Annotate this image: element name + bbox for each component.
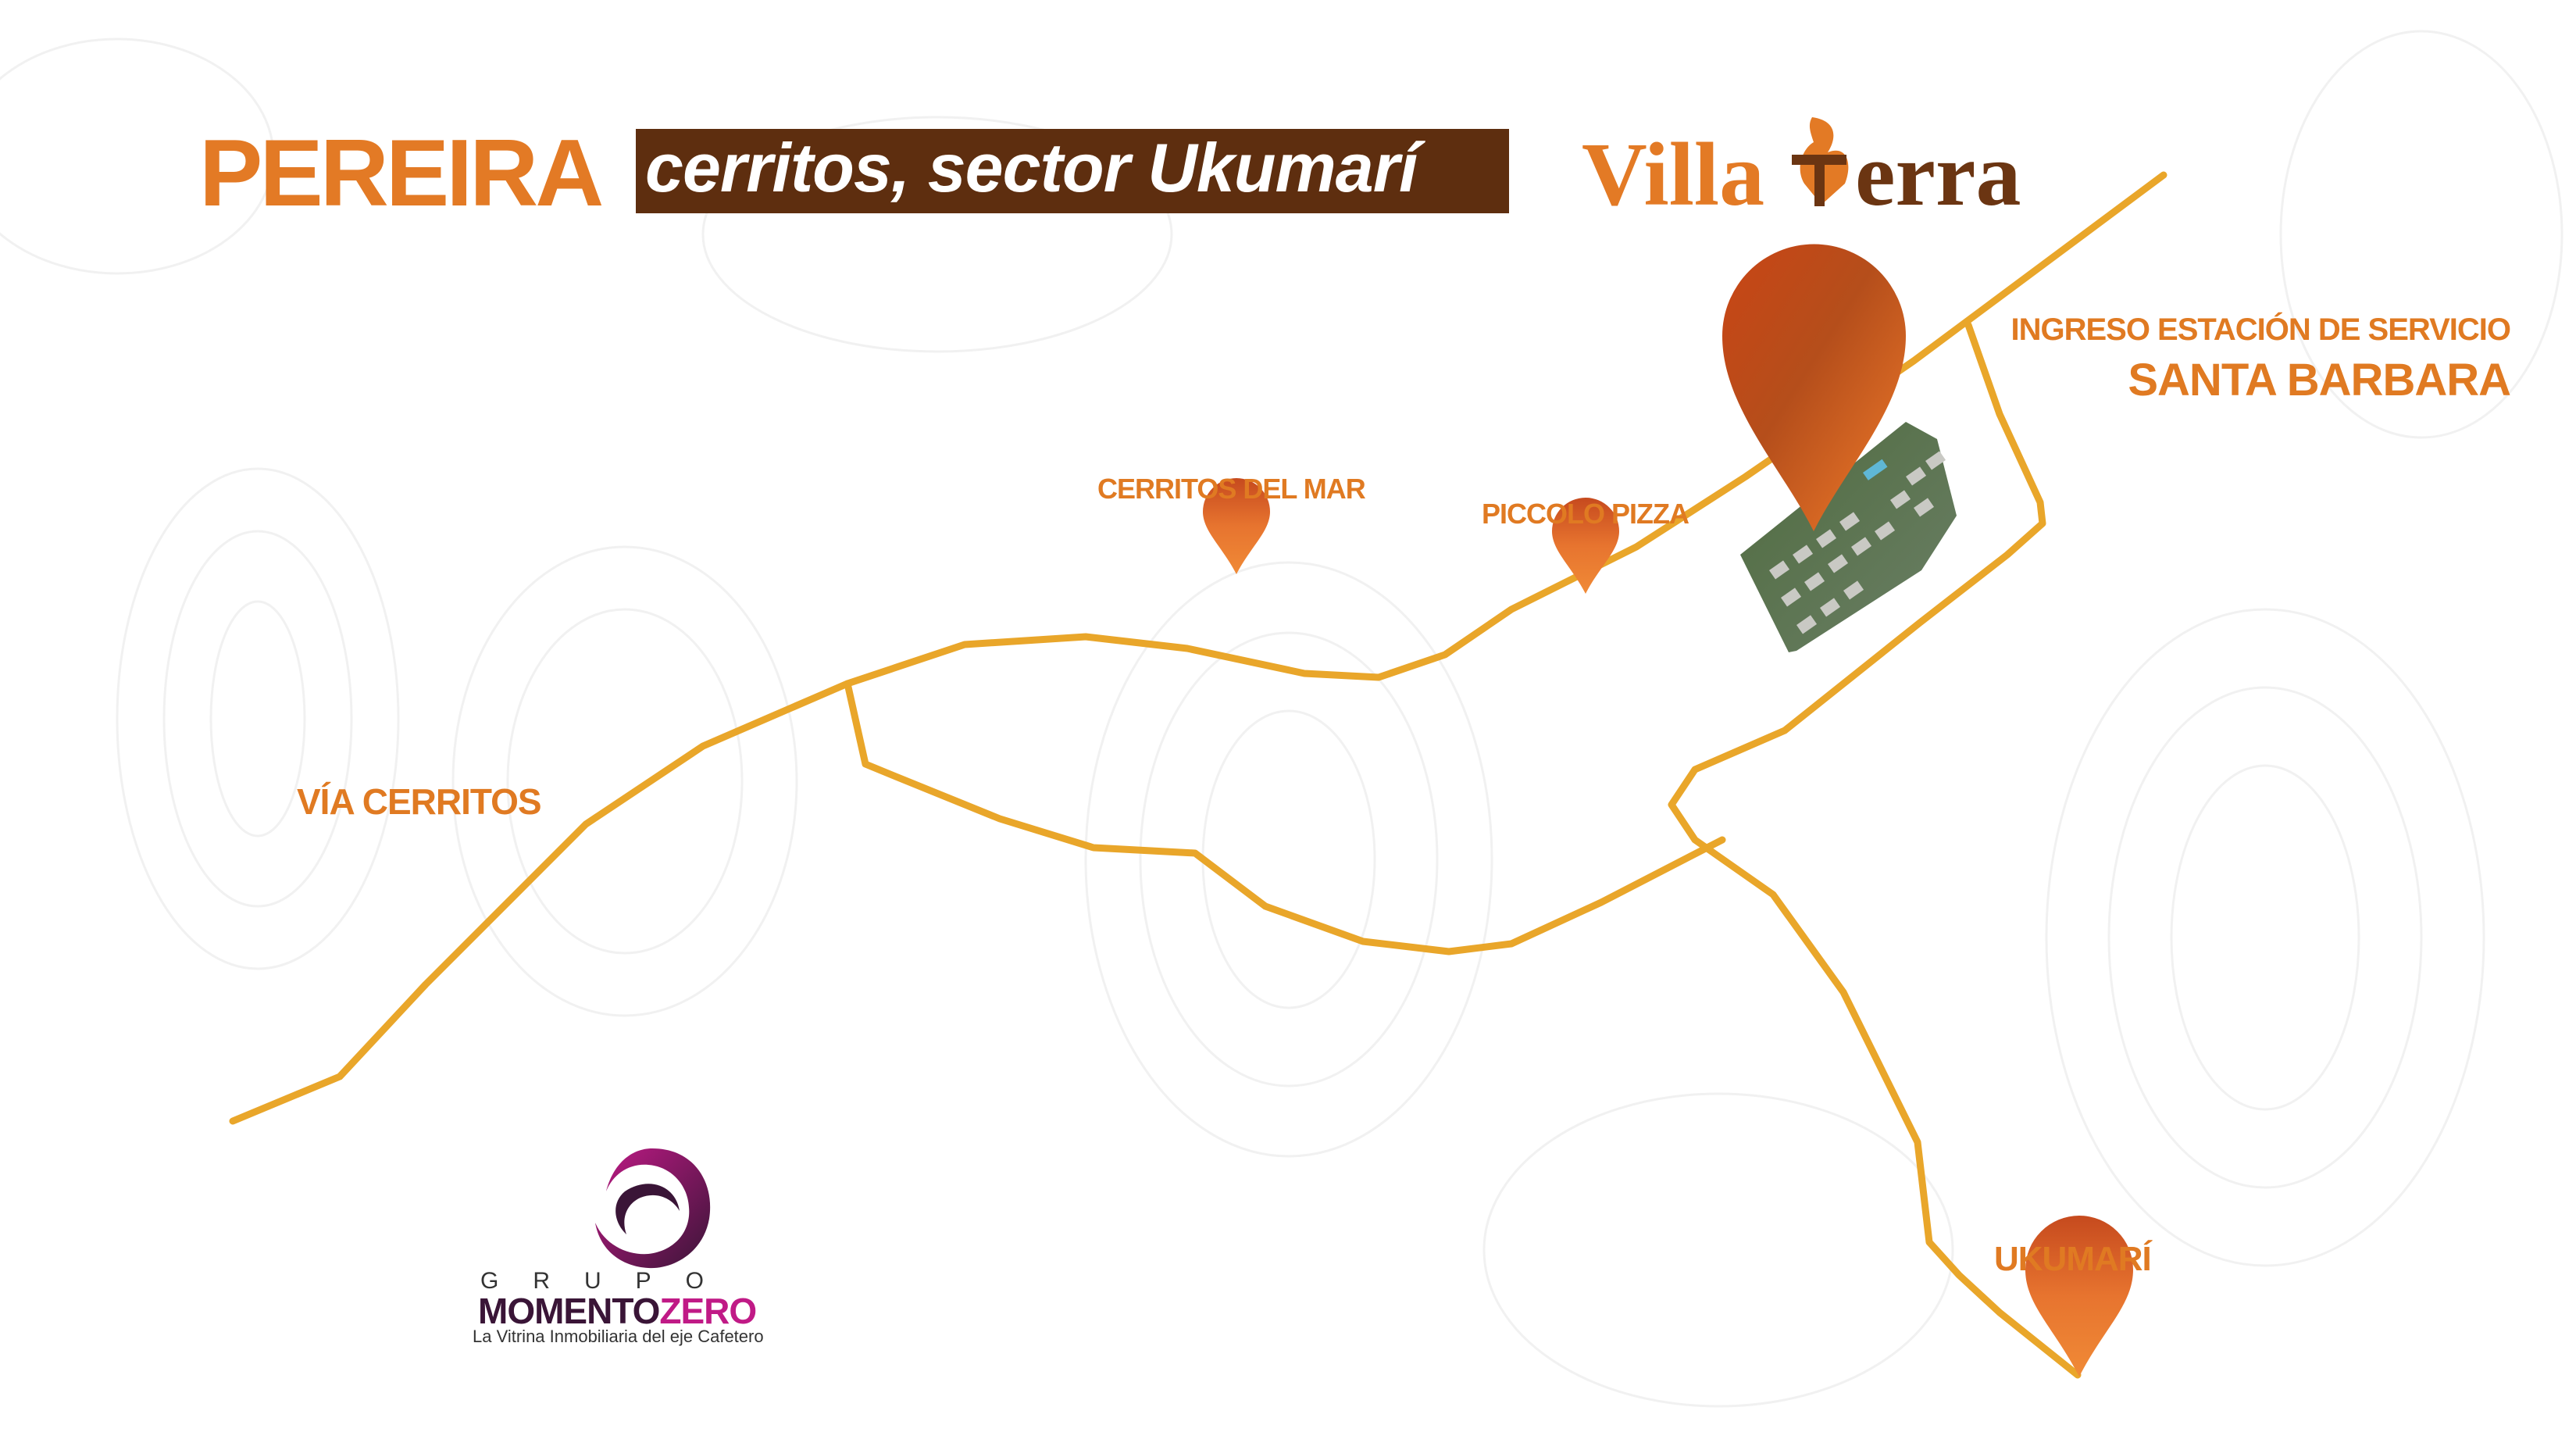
- santa-barbara-road: [1668, 321, 2082, 1379]
- momento-zero-swirl-icon: [595, 1148, 711, 1269]
- branch-road: [844, 680, 1726, 955]
- ukumari-pin: [2025, 1216, 2133, 1377]
- cerritos-del-mar-pin: [1203, 478, 1270, 574]
- label-ukumari: UKUMARÍ: [1994, 1240, 2152, 1278]
- brand-name-part2: erra: [1855, 125, 2021, 225]
- label-cerritos-del-mar: CERRITOS DEL MAR: [1097, 473, 1366, 505]
- flame-t-icon: [1792, 117, 1849, 206]
- grupo-label: GRUPO: [480, 1268, 739, 1294]
- brand-name-part1: Villa: [1582, 125, 1764, 225]
- label-piccolo-pizza: PICCOLO PIZZA: [1482, 498, 1689, 530]
- subtitle-banner: cerritos, sector Ukumarí: [636, 129, 1509, 213]
- developer-name-part1: MOMENTO: [478, 1291, 660, 1331]
- developer-name-part2: ZERO: [659, 1291, 757, 1331]
- label-santa-barbara: SANTA BARBARA: [2128, 355, 2511, 405]
- developer-tagline: La Vitrina Inmobiliaria del eje Cafetero: [473, 1327, 764, 1346]
- developer-name: MOMENTOZERO: [478, 1291, 757, 1331]
- label-ingreso-estacion: INGRESO ESTACIÓN DE SERVICIO: [2010, 312, 2511, 347]
- label-via-cerritos: VÍA CERRITOS: [297, 781, 542, 822]
- piccolo-pizza-pin: [1552, 498, 1619, 594]
- subtitle-text: cerritos, sector Ukumarí: [645, 129, 1418, 206]
- villaterra-logo: Villa erra: [1582, 117, 2021, 225]
- project-location-pin: [1722, 244, 1906, 531]
- via-cerritos-road: [229, 171, 2167, 1125]
- city-title: PEREIRA: [199, 120, 604, 226]
- project-site-aerial: [1740, 422, 1957, 652]
